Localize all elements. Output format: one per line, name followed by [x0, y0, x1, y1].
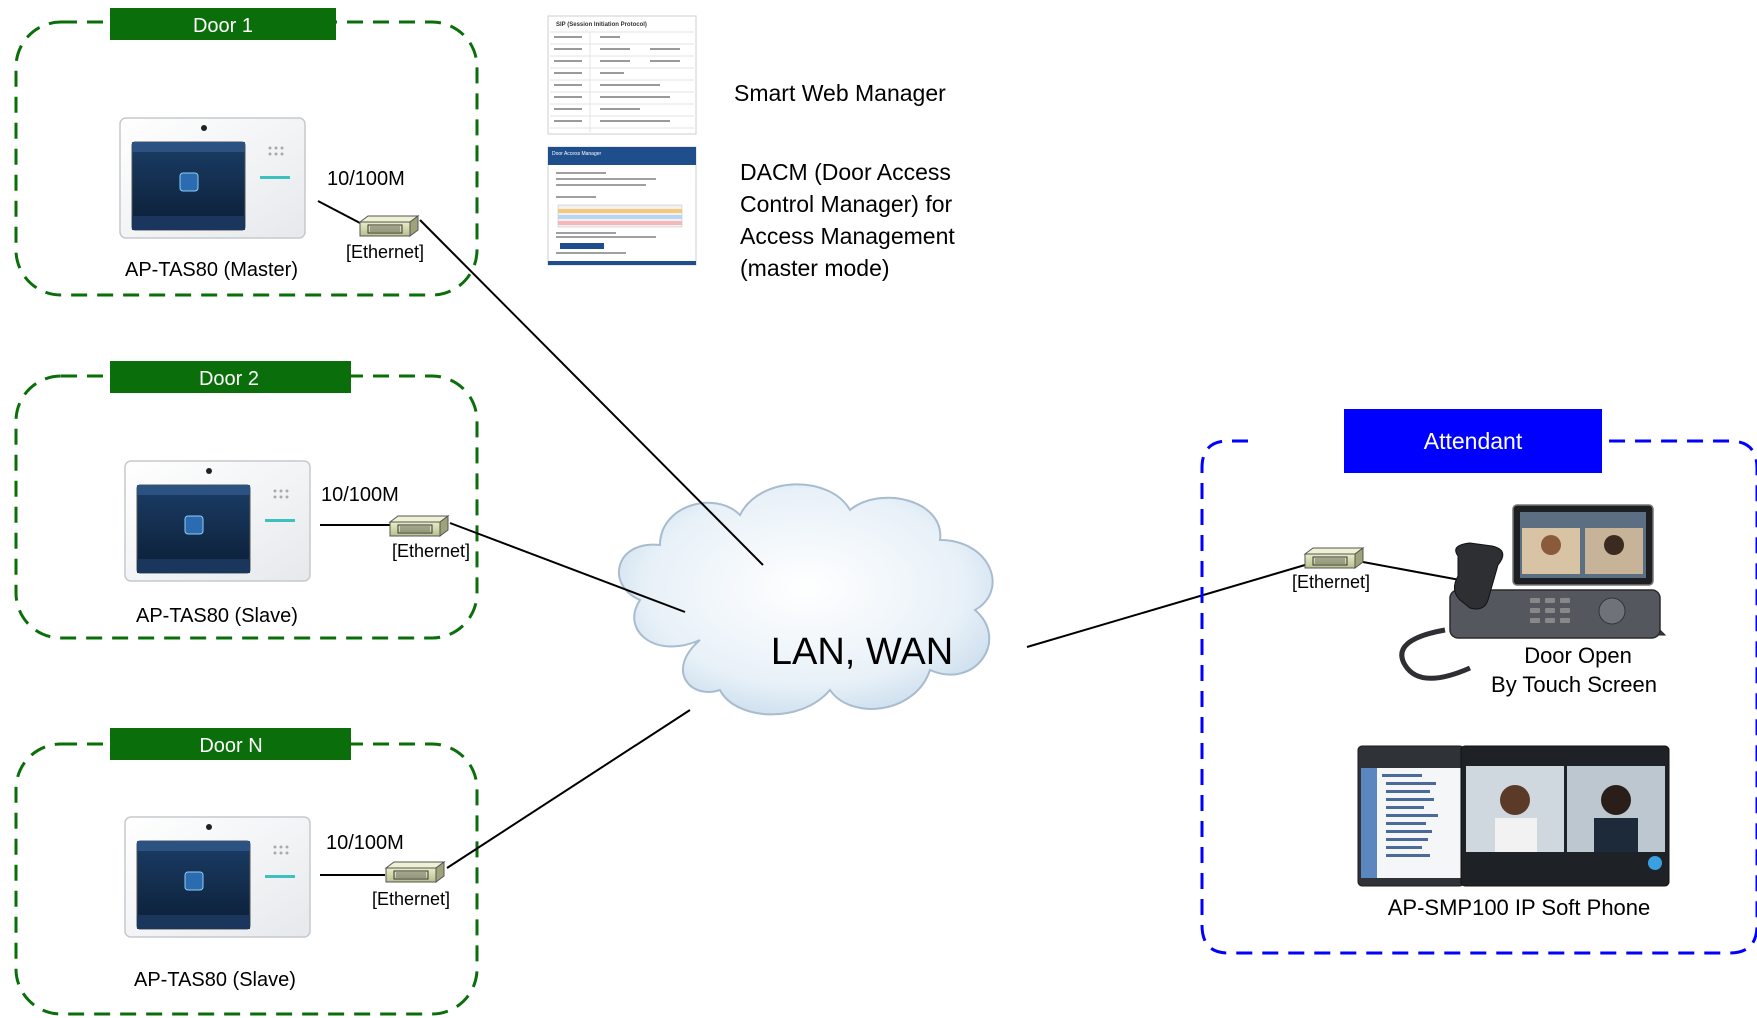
connection-lines	[317, 200, 1461, 876]
door-2-ethernet-switch-icon	[389, 515, 449, 537]
door-1-ethernet-label: [Ethernet]	[346, 242, 424, 262]
door-2-speed-label: 10/100M	[321, 484, 399, 506]
soft-phone-screenshot-icon	[1357, 745, 1670, 887]
door-1-tablet-icon	[119, 117, 306, 239]
attendant-network-link	[1026, 564, 1306, 648]
sip-thumbnail-title: SIP (Session Initiation Protocol)	[556, 22, 647, 28]
attendant-boundary	[1200, 439, 1757, 955]
door-2-tablet-icon	[124, 460, 311, 582]
video-phone-line-1: Door Open	[1524, 643, 1632, 668]
door-2-tag	[110, 361, 351, 393]
door-1-network-link	[419, 219, 764, 566]
attendant-group: Attendant	[1200, 409, 1757, 955]
dacm-label-line-1: DACM (Door Access	[740, 159, 951, 185]
attendant-phone-link	[1362, 561, 1461, 581]
dacm-thumbnail-title: Door Access Manager	[552, 151, 602, 157]
door-1-ethernet-switch-icon	[359, 215, 419, 237]
smart-web-manager-thumbnail: SIP (Session Initiation Protocol)	[547, 15, 697, 135]
dacm-thumbnail: Door Access Manager	[547, 146, 697, 266]
door-1-tag-label: Door 1	[193, 15, 253, 37]
door-n-speed-label: 10/100M	[326, 832, 404, 854]
door-n-group: Door N 10/100M AP-TAS80 (Slave)	[14, 728, 479, 1016]
network-cloud: LAN, WAN	[617, 483, 994, 716]
attendant-tag-label: Attendant	[1424, 428, 1523, 454]
network-label: LAN, WAN	[771, 631, 953, 673]
door-1-group: Door 1 10/100M AP-TAS80 (Master)	[14, 8, 479, 297]
video-phone-line-2: By Touch Screen	[1491, 672, 1657, 697]
dacm-description: DACM (Door Access Control Manager) for A…	[740, 159, 955, 281]
attendant-tag	[1344, 409, 1602, 473]
attendant-ethernet-switch-icon	[1304, 547, 1364, 569]
door-n-ethernet-switch-icon	[385, 861, 445, 883]
door-n-tag-label: Door N	[199, 735, 262, 757]
cloud-shape	[617, 483, 994, 716]
door-2-tag-label: Door 2	[199, 368, 259, 390]
door-n-network-link	[446, 709, 691, 869]
door-1-panel-link	[317, 200, 361, 224]
door-n-ethernet-label: [Ethernet]	[372, 889, 450, 909]
attendant-ethernet-label: [Ethernet]	[1292, 572, 1370, 592]
soft-phone-label: AP-SMP100 IP Soft Phone	[1388, 895, 1651, 920]
door-1-device-label: AP-TAS80 (Master)	[125, 259, 298, 281]
dacm-label-line-2: Control Manager) for	[740, 191, 953, 217]
door-n-tag	[110, 728, 351, 760]
door-1-tag	[110, 8, 336, 40]
dacm-label-line-4: (master mode)	[740, 255, 890, 281]
door-2-group: Door 2 10/100M AP-TAS80 (Slave)	[14, 361, 479, 640]
door-n-tablet-icon	[124, 816, 311, 938]
door-2-ethernet-label: [Ethernet]	[392, 541, 470, 561]
door-2-network-link	[449, 522, 686, 613]
door-2-device-label: AP-TAS80 (Slave)	[136, 605, 298, 627]
door-n-device-label: AP-TAS80 (Slave)	[134, 969, 296, 991]
dacm-label-line-3: Access Management	[740, 223, 955, 249]
video-phone-icon	[1399, 504, 1667, 681]
smart-web-manager-label: Smart Web Manager	[734, 80, 946, 106]
door-1-speed-label: 10/100M	[327, 168, 405, 190]
